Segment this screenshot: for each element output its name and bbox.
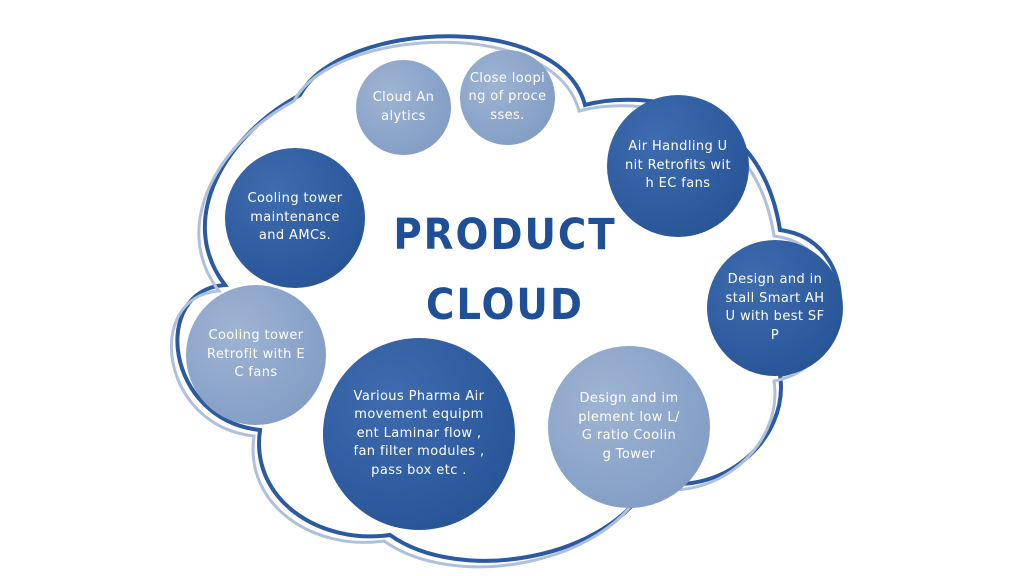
bubble-label: Cooling tower Retrofit with EC fans [207,328,305,381]
title-line-1: PRODUCT [393,210,617,260]
bubble-smart-ahu: Design and install Smart AHU with best S… [707,240,843,376]
bubble-label: Design and implement low L/G ratio Cooli… [578,391,680,462]
bubble-low-lg-cooling-tower: Design and implement low L/G ratio Cooli… [548,346,710,508]
bubble-label: Various Pharma Air movement equipment La… [353,388,485,478]
diagram-title: PRODUCT CLOUD [380,200,630,340]
bubble-cooling-tower-maintenance: Cooling tower maintenance and AMCs. [225,148,365,288]
bubble-cloud-analytics: Cloud Analytics [356,60,451,155]
bubble-label: Design and install Smart AHU with best S… [725,272,825,343]
title-line-2: CLOUD [426,280,584,330]
bubble-ahu-retrofits: Air Handling Unit Retrofits with EC fans [607,95,749,237]
bubble-label: Cooling tower maintenance and AMCs. [247,191,343,244]
bubble-close-looping: Close looping of processes. [460,50,555,145]
bubble-pharma-air-movement: Various Pharma Air movement equipment La… [323,338,515,530]
bubble-label: Cloud Analytics [372,90,435,124]
bubble-label: Air Handling Unit Retrofits with EC fans [625,139,731,192]
bubble-label: Close looping of processes. [468,70,547,123]
bubble-cooling-tower-retrofit: Cooling tower Retrofit with EC fans [186,285,326,425]
